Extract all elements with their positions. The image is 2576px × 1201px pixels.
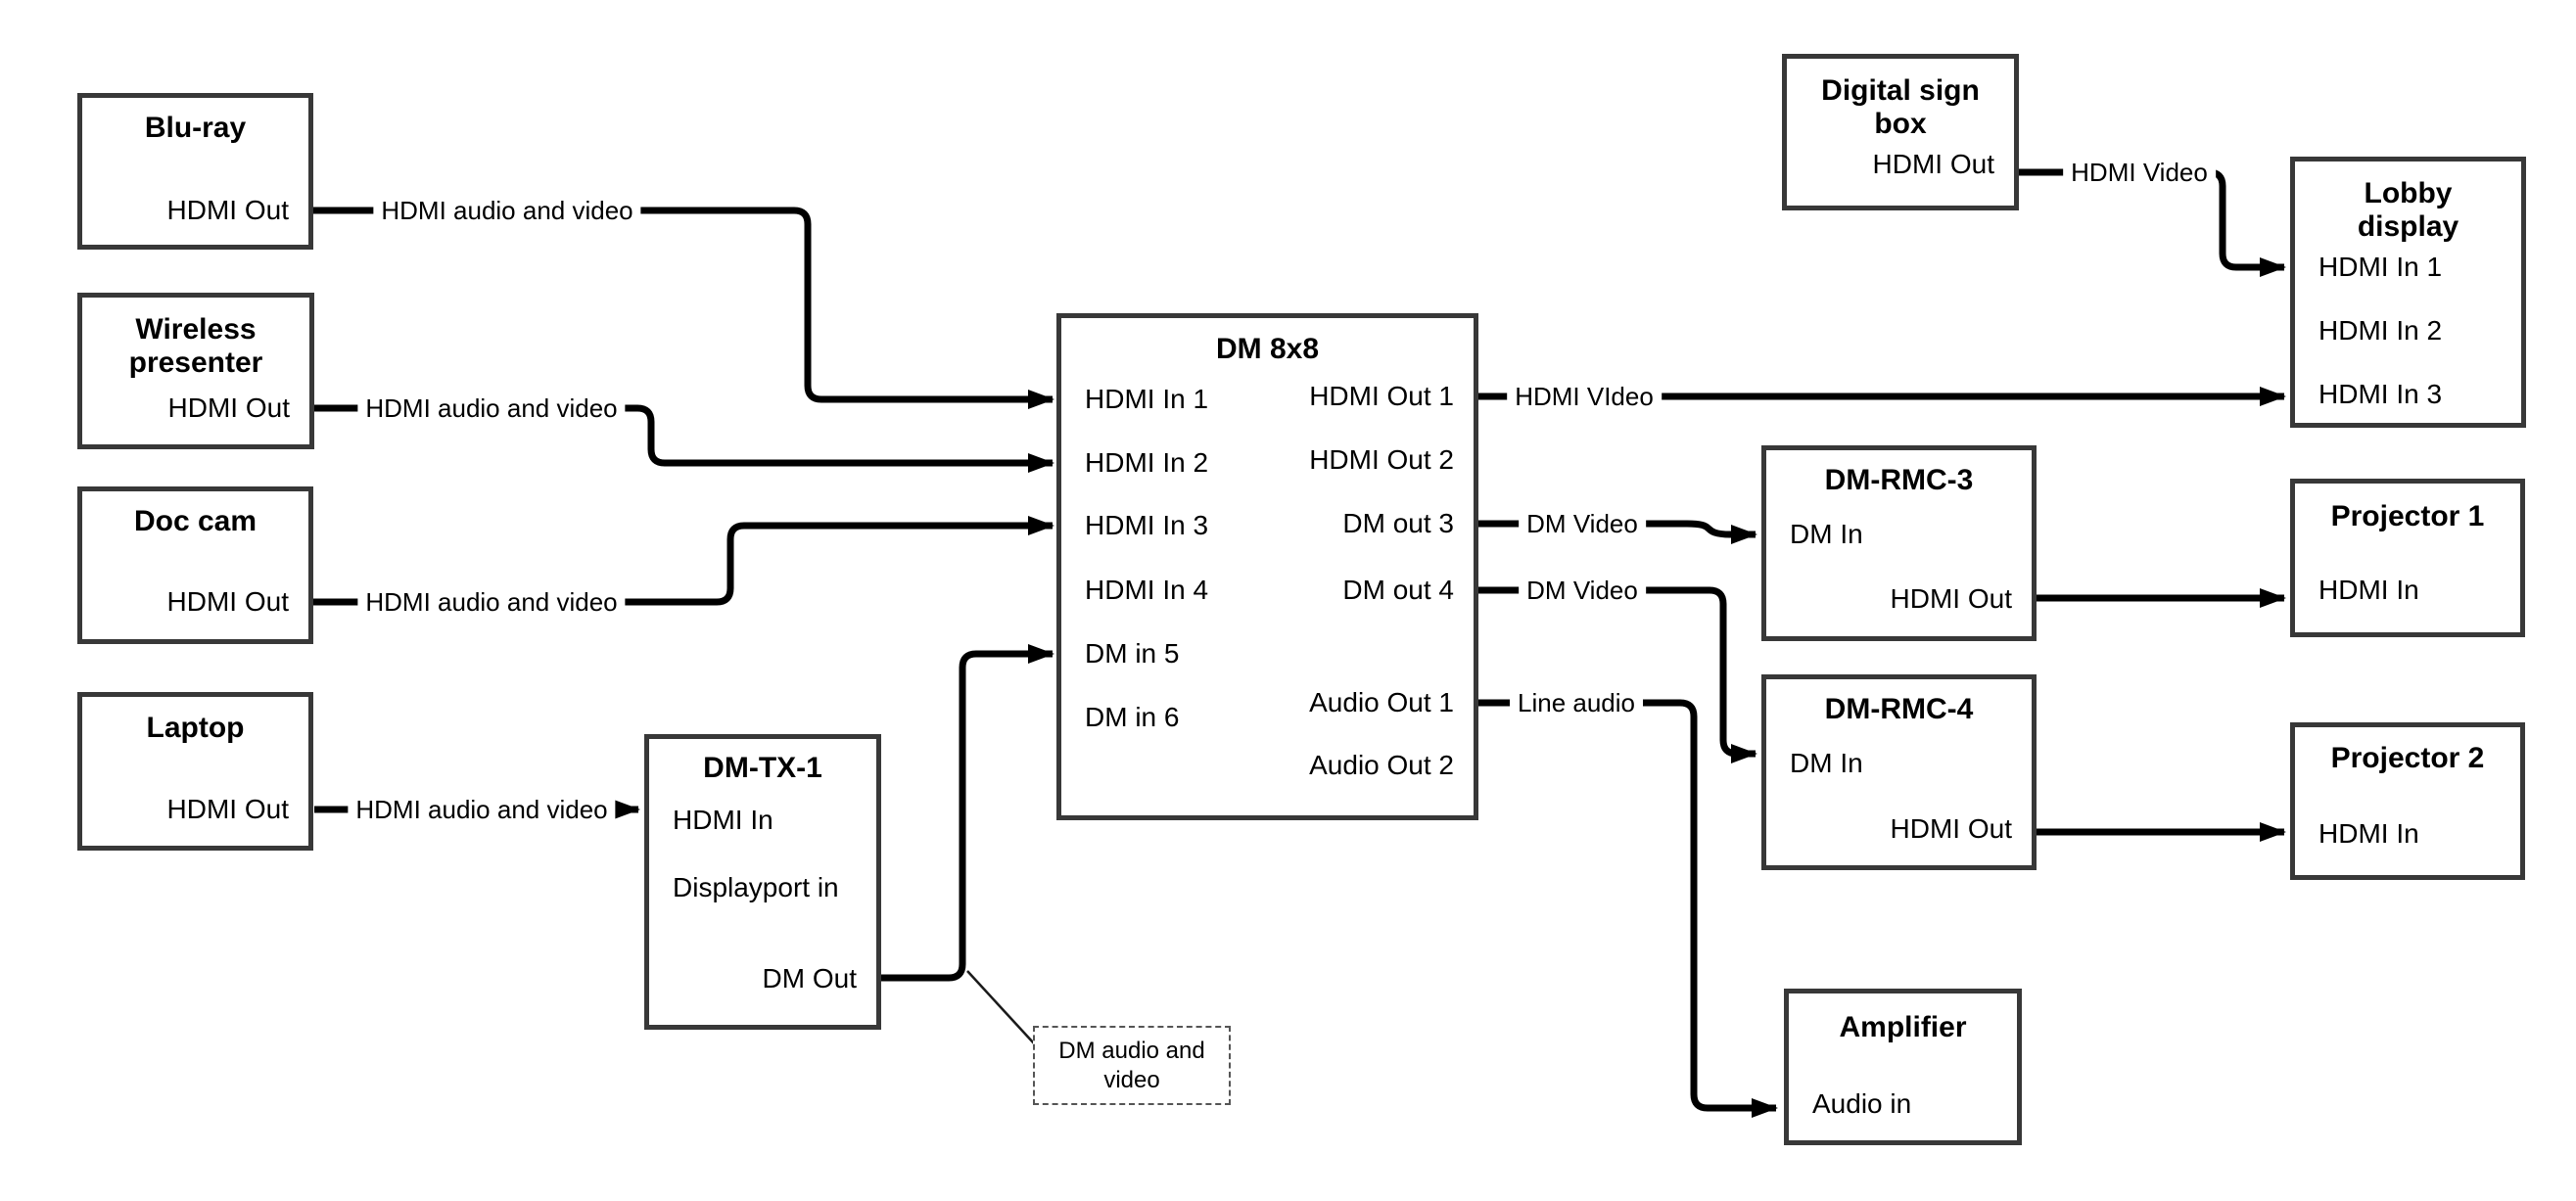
wire-label-hdmi-out1-feed: HDMI VIdeo bbox=[1507, 382, 1662, 411]
wire-label-doccam-feed: HDMI audio and video bbox=[357, 587, 626, 617]
device-wireless-presenter: Wireless presenter HDMI Out bbox=[77, 293, 314, 449]
port-dm-in: DM In bbox=[1790, 748, 1863, 778]
port-hdmi-out: HDMI Out bbox=[166, 195, 289, 225]
wire-label-dm-out4-feed: DM Video bbox=[1519, 576, 1646, 605]
wire-dm8x8-out4-to-dmrmc4 bbox=[1478, 586, 1757, 763]
port-hdmi-in: HDMI In bbox=[2318, 818, 2419, 849]
device-amplifier: Amplifier Audio in bbox=[1784, 989, 2022, 1145]
device-title: Blu-ray bbox=[144, 112, 247, 144]
port-hdmi-out: HDMI Out bbox=[167, 393, 290, 423]
wire-label-laptop-feed: HDMI audio and video bbox=[348, 795, 616, 824]
wire-wireless-to-dm8x8-in2 bbox=[313, 404, 1054, 473]
port-hdmi-out: HDMI Out bbox=[1872, 149, 1994, 179]
device-dm-tx-1: DM-TX-1 HDMI In Displayport in DM Out bbox=[644, 734, 881, 1030]
device-title: Projector 2 bbox=[2330, 742, 2485, 774]
port-hdmi-out: HDMI Out bbox=[166, 586, 289, 617]
device-title: Amplifier bbox=[1839, 1011, 1967, 1043]
port-audio-out-2: Audio Out 2 bbox=[1309, 750, 1454, 780]
device-title: DM-RMC-4 bbox=[1824, 693, 1974, 725]
device-projector-1: Projector 1 HDMI In bbox=[2290, 479, 2525, 637]
device-laptop: Laptop HDMI Out bbox=[77, 692, 313, 851]
device-title: DM 8x8 bbox=[1215, 333, 1320, 365]
device-title: Projector 1 bbox=[2330, 500, 2485, 532]
note-dm-audio-and-video: DM audio and video bbox=[1033, 1026, 1231, 1105]
port-hdmi-out-1: HDMI Out 1 bbox=[1309, 381, 1454, 411]
port-hdmi-in-2: HDMI In 2 bbox=[1085, 447, 1209, 478]
wire-dmtx1-to-dm8x8-in5 bbox=[881, 644, 1054, 982]
port-hdmi-in-2: HDMI In 2 bbox=[2318, 315, 2443, 346]
device-projector-2: Projector 2 HDMI In bbox=[2290, 722, 2525, 880]
device-title: DM-TX-1 bbox=[703, 752, 822, 784]
device-title: Wireless presenter bbox=[128, 313, 263, 379]
port-hdmi-in: HDMI In bbox=[2318, 575, 2419, 605]
port-dm-out-3: DM out 3 bbox=[1342, 508, 1454, 538]
wire-label-audio-out1-feed: Line audio bbox=[1510, 688, 1643, 717]
device-dm-8x8-switcher: DM 8x8 HDMI In 1 HDMI In 2 HDMI In 3 HDM… bbox=[1056, 313, 1478, 820]
port-hdmi-in-1: HDMI In 1 bbox=[1085, 384, 1209, 414]
port-hdmi-in-3: HDMI In 3 bbox=[2318, 379, 2443, 409]
port-hdmi-out: HDMI Out bbox=[166, 794, 289, 824]
device-lobby-display: Lobby display HDMI In 1 HDMI In 2 HDMI I… bbox=[2290, 157, 2526, 428]
device-title: Doc cam bbox=[133, 505, 258, 537]
port-hdmi-in-4: HDMI In 4 bbox=[1085, 575, 1209, 605]
wire-label-dm-out3-feed: DM Video bbox=[1519, 509, 1646, 538]
port-dm-out-4: DM out 4 bbox=[1342, 575, 1454, 605]
port-audio-out-1: Audio Out 1 bbox=[1309, 687, 1454, 717]
device-title: DM-RMC-3 bbox=[1824, 464, 1974, 496]
port-dm-out: DM Out bbox=[762, 963, 857, 993]
port-dm-in-5: DM in 5 bbox=[1085, 638, 1180, 669]
device-bluray: Blu-ray HDMI Out bbox=[77, 93, 313, 250]
device-digital-sign-box: Digital sign box HDMI Out bbox=[1782, 54, 2019, 210]
port-hdmi-out-2: HDMI Out 2 bbox=[1309, 444, 1454, 475]
port-displayport-in: Displayport in bbox=[673, 872, 839, 902]
device-title: Digital sign box bbox=[1821, 74, 1980, 140]
wire-bluray-to-dm8x8-in1 bbox=[313, 207, 1054, 409]
port-hdmi-out: HDMI Out bbox=[1890, 583, 2012, 614]
device-title: Laptop bbox=[146, 712, 245, 744]
device-dm-rmc-3: DM-RMC-3 DM In HDMI Out bbox=[1761, 445, 2037, 641]
device-doc-cam: Doc cam HDMI Out bbox=[77, 486, 313, 644]
port-audio-in: Audio in bbox=[1812, 1088, 1912, 1119]
port-hdmi-in-3: HDMI In 3 bbox=[1085, 510, 1209, 540]
wire-label-digitalsign-feed: HDMI Video bbox=[2063, 158, 2216, 187]
port-hdmi-out: HDMI Out bbox=[1890, 813, 2012, 844]
wire-label-bluray-feed: HDMI audio and video bbox=[373, 196, 641, 225]
wire-doccam-to-dm8x8-in3 bbox=[313, 516, 1054, 606]
port-hdmi-in-1: HDMI In 1 bbox=[2318, 252, 2443, 282]
note-callout-line bbox=[966, 970, 1035, 1044]
wire-dm8x8-out3-to-dmrmc3 bbox=[1478, 520, 1757, 544]
wire-dm8x8-audio1-to-amplifier bbox=[1478, 699, 1778, 1118]
port-dm-in: DM In bbox=[1790, 519, 1863, 549]
device-dm-rmc-4: DM-RMC-4 DM In HDMI Out bbox=[1761, 674, 2037, 870]
port-hdmi-in: HDMI In bbox=[673, 805, 773, 835]
device-title: Lobby display bbox=[2357, 177, 2459, 243]
wire-label-wireless-feed: HDMI audio and video bbox=[357, 393, 626, 423]
port-dm-in-6: DM in 6 bbox=[1085, 702, 1180, 732]
